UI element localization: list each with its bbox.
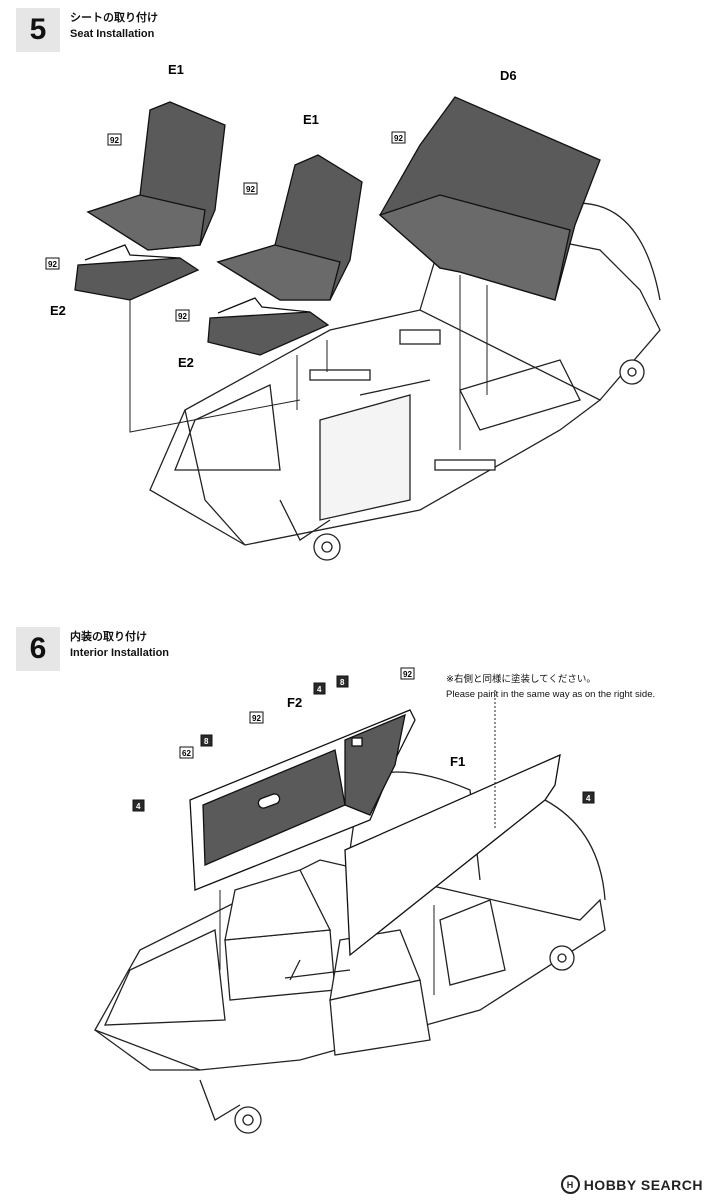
step-5-number: 5 — [16, 8, 60, 52]
paint-92-3: 92 — [394, 134, 403, 143]
step-5-diagram: E1 E1 D6 E2 E2 92 92 92 92 92 — [45, 62, 661, 561]
paint-92-5: 92 — [178, 312, 187, 321]
paint-92-a: 92 — [252, 714, 261, 723]
paint-4-b: 4 — [136, 802, 141, 811]
paint-note-en: Please paint in the same way as on the r… — [446, 689, 656, 700]
chassis-5 — [149, 202, 661, 561]
step-6-title: 内装の取り付け Interior Installation — [70, 629, 169, 661]
paint-62: 62 — [182, 749, 191, 758]
seat-e2-left — [74, 244, 200, 301]
paint-4-c: 4 — [586, 794, 591, 803]
step-6-title-en: Interior Installation — [70, 647, 170, 659]
seat-e1-left — [86, 101, 226, 251]
seat-e1-right — [216, 154, 363, 301]
paint-callouts-5: 92 92 92 92 92 — [45, 131, 406, 322]
assembly-guides-6 — [219, 690, 496, 995]
paint-note: ※右側と同様に塗装してください。 Please paint in the sam… — [446, 672, 655, 702]
paint-note-jp: ※右側と同様に塗装してください。 — [446, 674, 596, 685]
paint-8-a: 8 — [204, 737, 209, 746]
step-6-title-jp: 内装の取り付け — [70, 631, 147, 643]
step-5-title-en: Seat Installation — [70, 28, 155, 40]
label-d6: D6 — [500, 68, 517, 83]
step-5-title: シートの取り付け Seat Installation — [70, 10, 158, 42]
paint-92-4: 92 — [48, 260, 57, 269]
paint-4-a: 4 — [317, 685, 322, 694]
assembly-guides-5 — [129, 275, 488, 450]
watermark-text: HOBBY SEARCH — [583, 1176, 703, 1193]
step-5-header: 5 シートの取り付け Seat Installation — [16, 8, 158, 52]
step-6-diagram: F2 F1 62 8 92 4 8 92 4 4 — [94, 667, 606, 1134]
hobby-search-logo-icon: H — [560, 1175, 580, 1194]
step-6-number: 6 — [16, 627, 60, 671]
step-6-header: 6 内装の取り付け Interior Installation — [16, 627, 169, 671]
paint-8-b: 8 — [340, 678, 345, 687]
label-f1: F1 — [450, 754, 465, 769]
step-5-title-jp: シートの取り付け — [70, 12, 158, 24]
interior-panel-f1 — [344, 753, 561, 957]
door-panel-f2 — [189, 709, 416, 891]
label-e1-right: E1 — [303, 112, 319, 127]
label-e2-right: E2 — [178, 355, 194, 370]
watermark-hobby-search: H HOBBY SEARCH — [560, 1175, 703, 1194]
label-f2: F2 — [287, 695, 302, 710]
paint-callouts-6: 62 8 92 4 8 92 4 4 — [132, 667, 595, 812]
paint-92-2: 92 — [246, 185, 255, 194]
paint-92-b: 92 — [403, 670, 412, 679]
paint-92-1: 92 — [110, 136, 119, 145]
bench-seat-d6 — [378, 96, 601, 301]
label-e2-left: E2 — [50, 303, 66, 318]
chassis-6 — [94, 771, 606, 1134]
seat-e2-right — [207, 297, 330, 356]
label-e1-left: E1 — [168, 62, 184, 77]
